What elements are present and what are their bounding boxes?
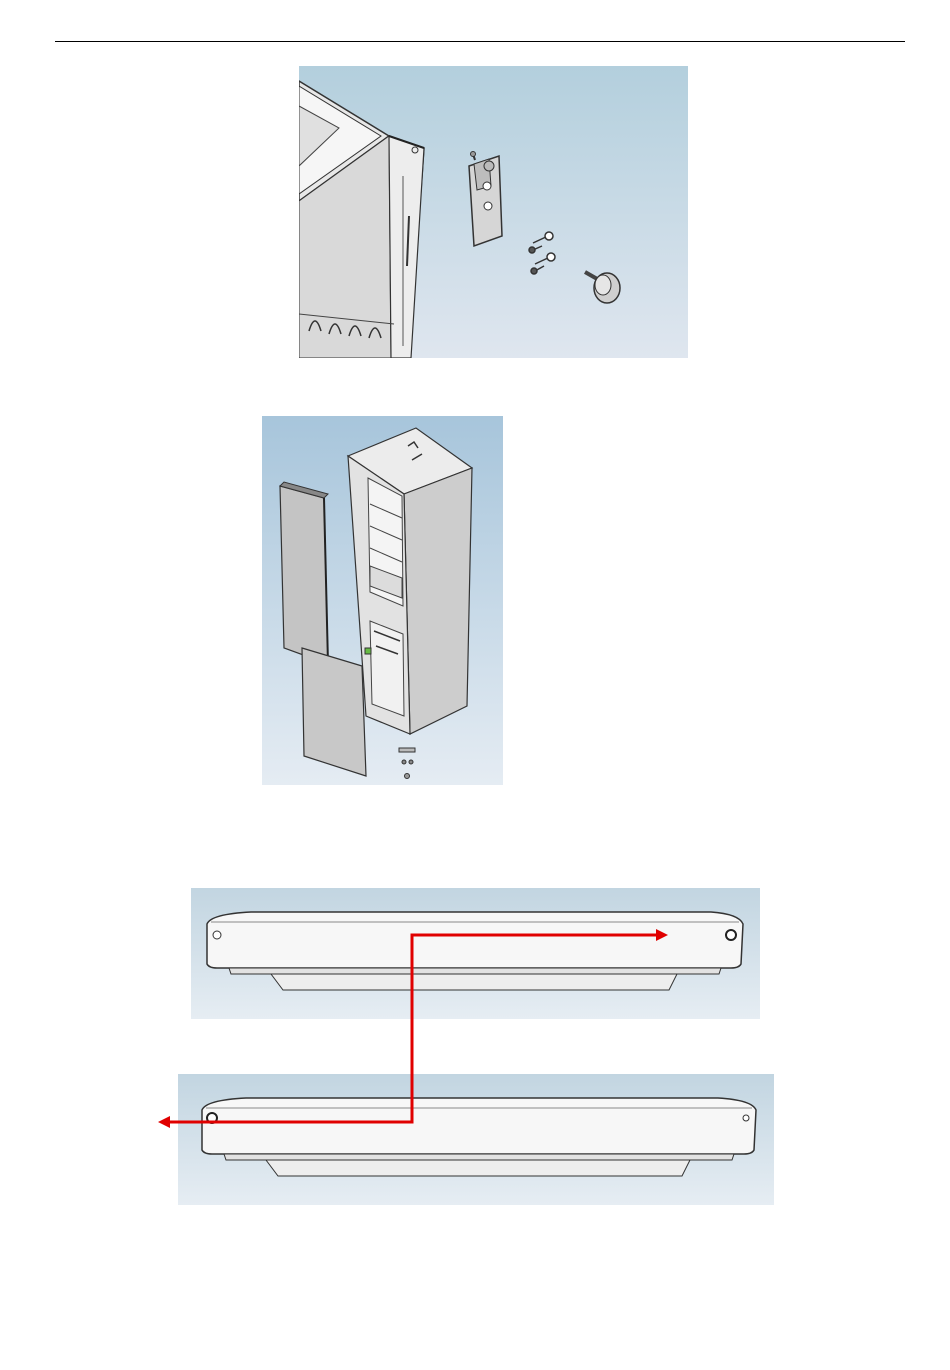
door-top-edge-before-figure	[191, 888, 760, 1019]
door-edge-illustration	[178, 1074, 774, 1205]
fridge-door-removal-figure	[262, 416, 503, 785]
hinge-assembly-figure	[299, 66, 688, 358]
hinge-assembly-illustration	[299, 66, 688, 358]
hinge-bracket-icon	[469, 152, 502, 247]
header-rule	[55, 41, 905, 42]
door-edge-illustration	[191, 888, 760, 1019]
door-top-edge-after-figure	[178, 1074, 774, 1205]
fridge-illustration	[262, 416, 503, 785]
